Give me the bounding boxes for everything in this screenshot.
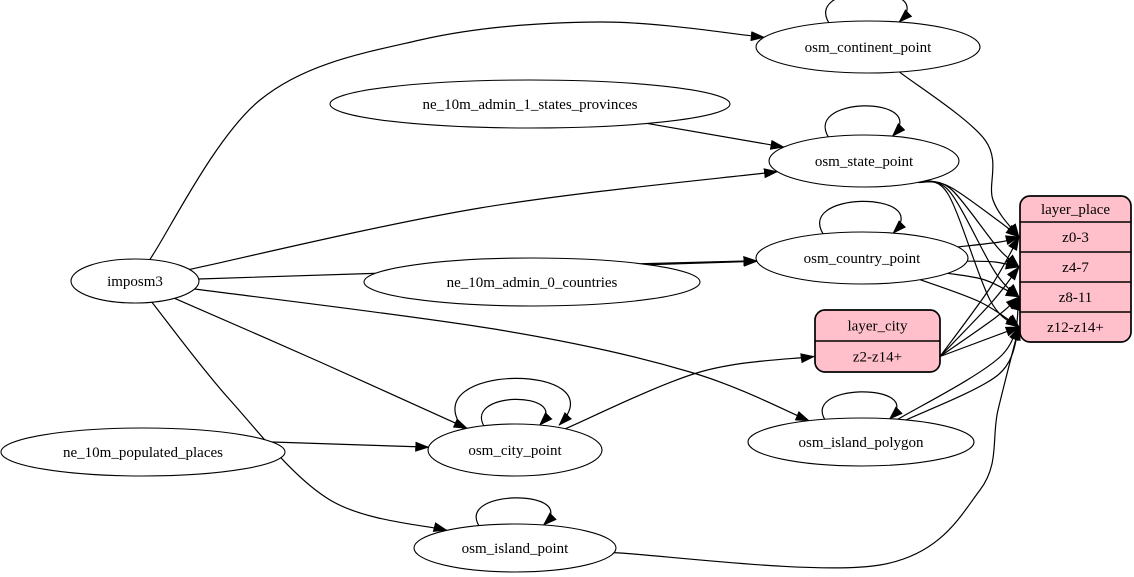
record-row-layer_place-z12-z14+: z12-z14+ xyxy=(1047,320,1104,336)
table-node-osm_continent_point: osm_continent_point xyxy=(755,20,981,74)
table-node-ne_10m_admin_0_countries: ne_10m_admin_0_countries xyxy=(363,257,701,307)
table-node-osm_island_point: osm_island_point xyxy=(413,523,617,573)
record-box-layer_place xyxy=(1019,195,1132,343)
node-ellipse-osm_country_point xyxy=(755,231,969,285)
node-label-osm_continent_point: osm_continent_point xyxy=(805,40,932,56)
node-label-osm_country_point: osm_country_point xyxy=(804,251,921,267)
edge-imposm3-to-osm_city_point xyxy=(174,297,469,429)
edge-imposm3-to-osm_island_polygon xyxy=(194,288,811,422)
edge-layer_city-z2-z14+-to-layer_place-z12-z14+ xyxy=(939,326,1021,358)
record-row-layer_place-z8-11: z8-11 xyxy=(1059,290,1093,306)
table-node-ne_10m_populated_places: ne_10m_populated_places xyxy=(0,427,286,477)
node-ellipse-osm_island_point xyxy=(413,523,617,573)
self-loop-osm_island_point xyxy=(475,497,557,531)
edge-layer_city-z2-z14+-to-layer_place-z4-7 xyxy=(939,266,1020,357)
table-node-osm_state_point: osm_state_point xyxy=(768,134,960,188)
node-ellipse-osm_continent_point xyxy=(755,20,981,74)
node-label-ne_10m_admin_1_states_provinces: ne_10m_admin_1_states_provinces xyxy=(423,97,638,113)
edge-ne_10m_admin_0_countries-to-osm_country_point xyxy=(640,256,758,267)
node-ellipse-osm_city_point xyxy=(427,423,603,477)
edges-layer xyxy=(149,0,1021,569)
node-ellipse-imposm3 xyxy=(70,258,200,304)
record-title-layer_city: layer_city xyxy=(848,319,908,335)
self-loop-osm_country_point xyxy=(819,200,907,239)
record-title-layer_place: layer_place xyxy=(1041,202,1110,218)
record-row-layer_place-z4-7: z4-7 xyxy=(1062,260,1089,276)
self-loop-osm_continent_point xyxy=(825,0,913,28)
record-row-layer_city-z2-z14+: z2-z14+ xyxy=(853,350,902,366)
edge-ne_10m_populated_places-to-osm_city_point xyxy=(272,441,430,452)
self-loop-osm_city_point xyxy=(454,377,573,431)
table-node-osm_city_point: osm_city_point xyxy=(427,423,603,477)
edge-imposm3-to-osm_state_point xyxy=(189,168,779,271)
table-node-osm_island_polygon: osm_island_polygon xyxy=(747,417,975,467)
edge-osm_island_point-to-layer_place-z12-z14+ xyxy=(614,325,1021,569)
table-node-ne_10m_admin_1_states_provinces: ne_10m_admin_1_states_provinces xyxy=(329,79,731,129)
node-label-osm_island_point: osm_island_point xyxy=(462,541,570,557)
table-node-osm_country_point: osm_country_point xyxy=(755,231,969,285)
node-ellipse-ne_10m_populated_places xyxy=(0,427,286,477)
edge-osm_country_point-to-layer_place-z8-11 xyxy=(947,272,1021,298)
node-ellipse-ne_10m_admin_1_states_provinces xyxy=(329,79,731,129)
node-label-imposm3: imposm3 xyxy=(107,274,163,290)
record-row-layer_place-z0-3: z0-3 xyxy=(1062,230,1089,246)
self-loop-osm_island_polygon xyxy=(821,391,903,425)
edge-imposm3-to-osm_continent_point xyxy=(149,21,766,260)
node-ellipse-osm_island_polygon xyxy=(747,417,975,467)
nodes-layer: imposm3 ne_10m_admin_1_states_provincesne… xyxy=(0,20,1132,573)
edge-ne_10m_admin_1_states_provinces-to-osm_state_point xyxy=(647,122,785,150)
edge-layer_city-z2-z14+-to-layer_place-z0-3 xyxy=(939,235,1020,357)
node-label-osm_city_point: osm_city_point xyxy=(468,443,562,459)
edge-osm_country_point-to-layer_place-z4-7 xyxy=(967,259,1021,270)
record-node-layer_place: layer_place z0-3 z4-7 z8-11 z12-z14+ xyxy=(1019,195,1132,343)
self-loop-osm_city_point xyxy=(480,398,553,431)
node-label-ne_10m_populated_places: ne_10m_populated_places xyxy=(63,445,223,461)
record-node-layer_city: layer_city z2-z14+ xyxy=(814,309,941,373)
node-ellipse-osm_state_point xyxy=(768,134,960,188)
table-node-imposm3: imposm3 xyxy=(70,258,200,304)
edge-osm_island_polygon-to-layer_place-z8-11 xyxy=(897,295,1021,420)
edge-osm_continent_point-to-layer_place-z0-3 xyxy=(899,71,1020,238)
self-loop-osm_state_point xyxy=(824,105,906,142)
node-label-ne_10m_admin_0_countries: ne_10m_admin_0_countries xyxy=(447,275,618,291)
node-label-osm_state_point: osm_state_point xyxy=(815,154,914,170)
edge-osm_city_point-to-layer_city-z2-z14+ xyxy=(565,353,816,430)
node-label-osm_island_polygon: osm_island_polygon xyxy=(798,435,924,451)
node-ellipse-ne_10m_admin_0_countries xyxy=(363,257,701,307)
